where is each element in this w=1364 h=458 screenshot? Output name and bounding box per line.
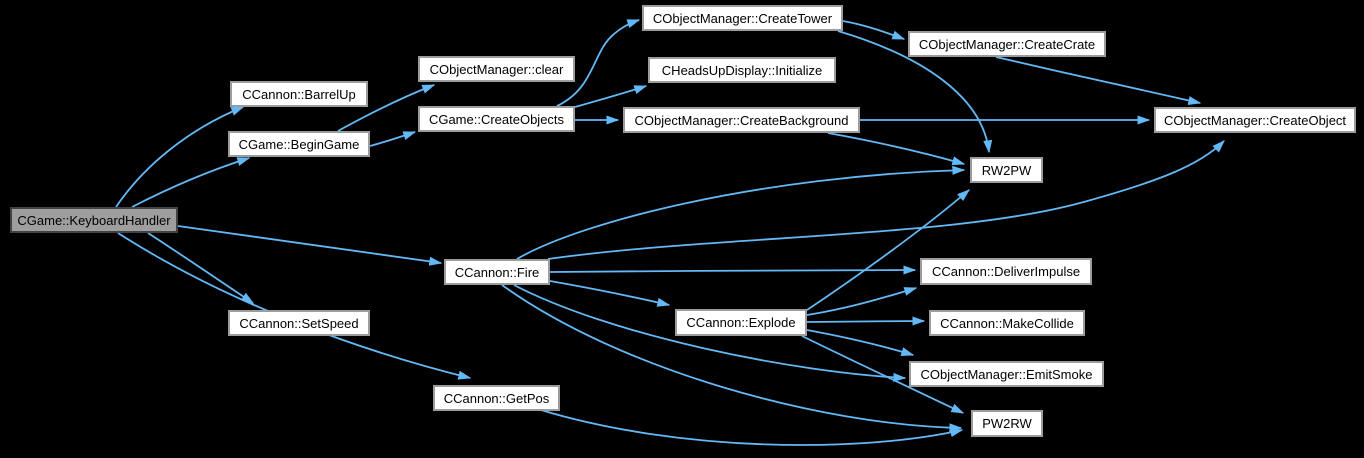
node-rw2pw[interactable]: RW2PW <box>970 157 1043 183</box>
node-begingame[interactable]: CGame::BeginGame <box>228 131 370 157</box>
node-makecollide[interactable]: CCannon::MakeCollide <box>929 310 1085 336</box>
edge-createtower-to-createcrate <box>842 20 906 40</box>
edge-fire-to-rw2pw <box>516 165 966 260</box>
edge-createobjects-to-createtower <box>556 19 641 107</box>
edge-keyboardhandler-to-begingame <box>131 157 251 208</box>
edge-fire-to-createobject <box>547 140 1225 260</box>
edge-explode-to-deliverimpulse <box>806 287 918 316</box>
node-clear[interactable]: CObjectManager::clear <box>418 56 575 82</box>
edge-createobjects-to-initialize <box>574 85 648 108</box>
node-initialize[interactable]: CHeadsUpDisplay::Initialize <box>648 57 836 83</box>
edge-keyboardhandler-to-barrelup <box>115 106 245 208</box>
node-createcrate[interactable]: CObjectManager::CreateCrate <box>908 31 1106 57</box>
node-explode[interactable]: CCannon::Explode <box>675 309 807 336</box>
node-pw2rw[interactable]: PW2RW <box>971 410 1043 437</box>
edge-createcrate-to-createobject <box>995 56 1202 105</box>
node-emitsmoke[interactable]: CObjectManager::EmitSmoke <box>909 361 1104 387</box>
edge-keyboardhandler-to-setspeed <box>147 232 255 304</box>
edge-explode-to-rw2pw <box>806 189 970 311</box>
node-createobject[interactable]: CObjectManager::CreateObject <box>1154 107 1356 133</box>
edge-fire-to-deliverimpulse <box>549 265 917 275</box>
edge-explode-to-makecollide <box>806 316 926 326</box>
edge-begingame-to-createobjects <box>369 131 417 147</box>
edge-createbackground-to-rw2pw <box>827 132 966 166</box>
edge-begingame-to-clear <box>337 84 436 132</box>
node-createtower[interactable]: CObjectManager::CreateTower <box>642 5 843 31</box>
edge-explode-to-pw2rw <box>801 335 965 414</box>
edge-keyboardhandler-to-fire <box>177 225 443 266</box>
edge-fire-to-pw2rw <box>501 284 963 433</box>
edge-getpos-to-pw2rw <box>540 409 964 446</box>
edge-fire-to-explode <box>549 280 671 307</box>
node-createbackground[interactable]: CObjectManager::CreateBackground <box>623 107 860 133</box>
node-getpos[interactable]: CCannon::GetPos <box>433 385 560 411</box>
node-setspeed[interactable]: CCannon::SetSpeed <box>228 310 370 336</box>
node-barrelup[interactable]: CCannon::BarrelUp <box>230 81 368 107</box>
edge-fire-to-emitsmoke <box>513 284 907 382</box>
edge-explode-to-emitsmoke <box>806 329 915 356</box>
node-fire[interactable]: CCannon::Fire <box>444 259 550 285</box>
edge-createtower-to-rw2pw <box>837 30 993 154</box>
node-createobjects[interactable]: CGame::CreateObjects <box>418 106 575 132</box>
edge-keyboardhandler-to-getpos <box>117 232 472 380</box>
node-deliverimpulse[interactable]: CCannon::DeliverImpulse <box>920 258 1092 285</box>
node-keyboardhandler: CGame::KeyboardHandler <box>10 207 178 233</box>
